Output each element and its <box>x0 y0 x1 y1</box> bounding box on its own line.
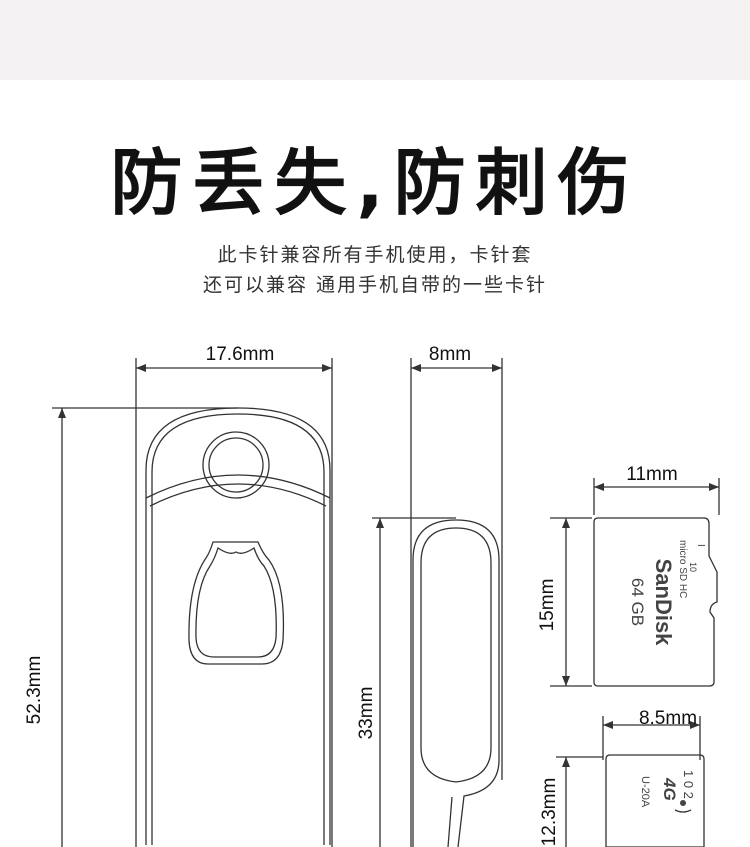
sd-brand-text: SanDisk <box>651 559 676 647</box>
sim-eject-pin <box>412 519 500 847</box>
pin-height-dimension <box>372 517 456 847</box>
micro-sd-card <box>593 517 718 687</box>
pin-width-label: 8mm <box>429 344 471 365</box>
sd-class-mark: I <box>695 544 706 547</box>
sd-speed-mark: 10 <box>688 562 698 572</box>
pin-width-dimension <box>410 358 503 847</box>
sim-height-label: 12.3mm <box>539 778 560 847</box>
sim-height-dimension <box>556 756 603 847</box>
holder-height-dimension <box>52 407 238 847</box>
top-band <box>0 0 750 80</box>
subtext: 此卡针兼容所有手机使用，卡针套 还可以兼容 通用手机自带的一些卡针 <box>0 240 750 300</box>
sd-height-dimension <box>550 517 592 687</box>
sd-width-label: 11mm <box>626 464 677 485</box>
arrow-heads <box>58 364 719 767</box>
sd-capacity-text: 64 GB <box>628 578 647 626</box>
card-pin-holder <box>145 407 331 845</box>
sim-model-text: U-20A <box>639 776 651 808</box>
sd-width-dimension <box>593 478 720 515</box>
sim-card-print: 4G U-20A 1 0 2 <box>639 770 696 808</box>
headline: 防丢失,防刺伤 <box>110 141 640 225</box>
sim-card <box>605 754 705 847</box>
sd-card-print: SanDisk 64 GB micro SD HC I 10 <box>628 540 706 646</box>
holder-width-dimension <box>135 358 333 847</box>
subtext-line-2: 还可以兼容 通用手机自带的一些卡针 <box>202 274 548 296</box>
micro-sd-logo: micro SD HC <box>677 540 688 598</box>
sim-width-label: 8.5mm <box>639 708 697 729</box>
sd-height-label: 15mm <box>537 579 558 632</box>
subtext-line-1: 此卡针兼容所有手机使用，卡针套 <box>217 244 533 266</box>
pin-height-label: 33mm <box>356 687 377 740</box>
sim-width-dimension <box>602 716 701 760</box>
holder-height-label: 52.3mm <box>24 656 45 725</box>
holder-width-label: 17.6mm <box>206 344 275 365</box>
sim-network-logo: 4G <box>660 777 679 801</box>
sim-code-text: 1 0 2 <box>681 770 696 799</box>
